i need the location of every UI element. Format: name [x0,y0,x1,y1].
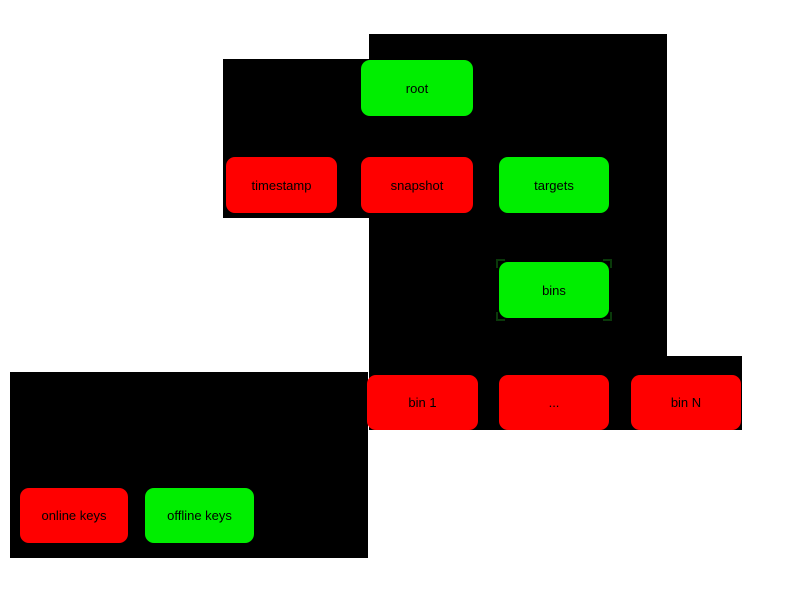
node-root[interactable]: root [361,60,473,116]
node-bin-1[interactable]: bin 1 [367,375,478,430]
node-wrapper-root: root [361,60,473,116]
node-online-keys[interactable]: online keys [20,488,128,543]
node-wrapper-online-keys: online keys [20,488,128,543]
node-bin-n[interactable]: bin N [631,375,741,430]
node-timestamp[interactable]: timestamp [226,157,337,213]
selection-handle-bl-icon[interactable] [496,312,505,321]
node-wrapper-bin-n: bin N [631,375,741,430]
node-wrapper-targets: targets [499,157,609,213]
selection-handle-tl-icon[interactable] [496,259,505,268]
node-bins[interactable]: bins [499,262,609,318]
node-offline-keys[interactable]: offline keys [145,488,254,543]
node-wrapper-bins: bins [496,259,612,321]
node-targets[interactable]: targets [499,157,609,213]
node-wrapper-timestamp: timestamp [226,157,337,213]
node-wrapper-bin-1: bin 1 [367,375,478,430]
node-wrapper-snapshot: snapshot [361,157,473,213]
node-wrapper-offline-keys: offline keys [145,488,254,543]
selection-handle-br-icon[interactable] [603,312,612,321]
node-bin-ellipsis[interactable]: ... [499,375,609,430]
node-snapshot[interactable]: snapshot [361,157,473,213]
selection-handle-tr-icon[interactable] [603,259,612,268]
node-wrapper-bin-ellipsis: ... [499,375,609,430]
